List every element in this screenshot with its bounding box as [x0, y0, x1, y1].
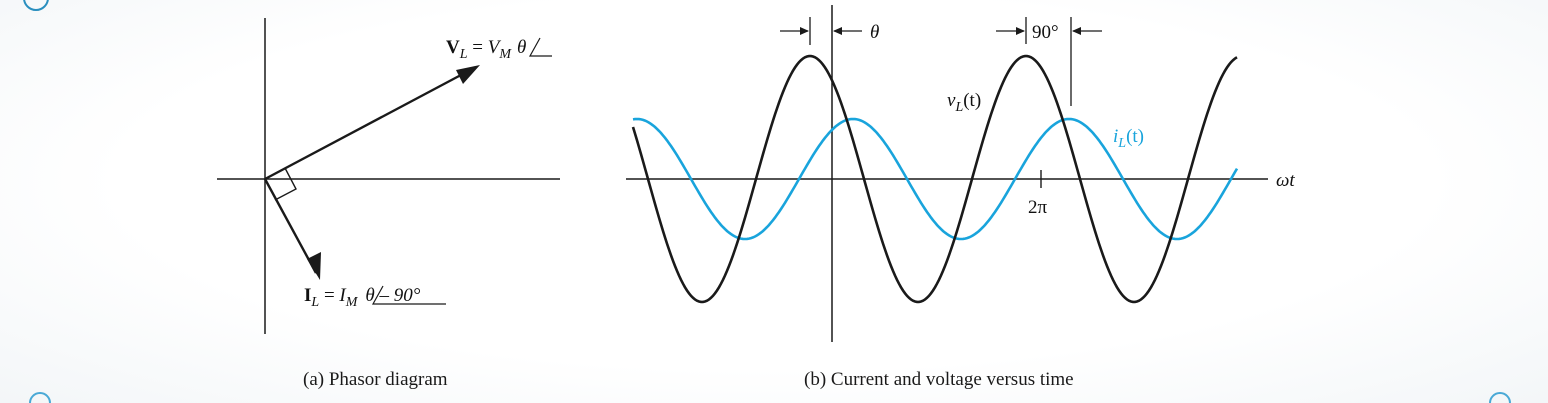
current-curve-arg: (t): [1126, 126, 1144, 147]
current-angle-symbol: [371, 285, 446, 305]
voltage-curve-arg: (t): [963, 90, 981, 111]
right-angle-marker: [274, 167, 297, 201]
voltage-waveform: [631, 54, 1238, 304]
two-pi-tick-label: 2π: [1028, 197, 1048, 218]
voltage-label-equals: =: [468, 37, 488, 58]
voltage-label-angle: θ: [517, 37, 526, 58]
current-label-magnitude-subscript: M: [345, 295, 359, 310]
voltage-angle-symbol: [528, 37, 552, 57]
corner-circle-bottom-left: [29, 392, 51, 403]
current-label-symbol: I: [304, 285, 311, 306]
voltage-curve-label: vL(t): [947, 90, 981, 115]
current-label-angle: θ – 90°: [365, 285, 420, 306]
voltage-curve-sub: L: [954, 100, 963, 115]
current-waveform: [632, 117, 1239, 241]
current-label-equals: =: [319, 285, 339, 306]
current-curve-label: iL(t): [1113, 126, 1144, 151]
voltage-curve-var: v: [947, 90, 956, 111]
phase-shift-label: 90°: [1032, 22, 1059, 43]
voltage-label-magnitude: V: [488, 37, 502, 58]
current-label-magnitude: I: [338, 285, 347, 306]
time-plot: 2π ωt θ 90° vL(t) iL(t) (b) Current and …: [626, 5, 1295, 390]
current-label-subscript: L: [310, 295, 319, 310]
voltage-label-magnitude-subscript: M: [498, 47, 512, 62]
time-axis-label: ωt: [1276, 170, 1295, 191]
phasor-diagram-caption: (a) Phasor diagram: [303, 369, 448, 390]
corner-circle-bottom-right: [1489, 392, 1511, 403]
current-phasor-arrow: [263, 178, 318, 274]
voltage-phasor-arrowhead: [456, 65, 480, 84]
current-curve-sub: L: [1117, 136, 1126, 151]
theta-marker-label: θ: [870, 22, 879, 43]
current-phasor-arrowhead: [307, 252, 321, 280]
corner-circle-top-left: [23, 0, 49, 11]
time-plot-caption: (b) Current and voltage versus time: [804, 369, 1074, 390]
voltage-phasor-arrow: [264, 65, 477, 181]
voltage-label-subscript: L: [459, 47, 468, 62]
current-curve-var: i: [1113, 126, 1118, 147]
voltage-label-symbol: V: [446, 37, 460, 58]
